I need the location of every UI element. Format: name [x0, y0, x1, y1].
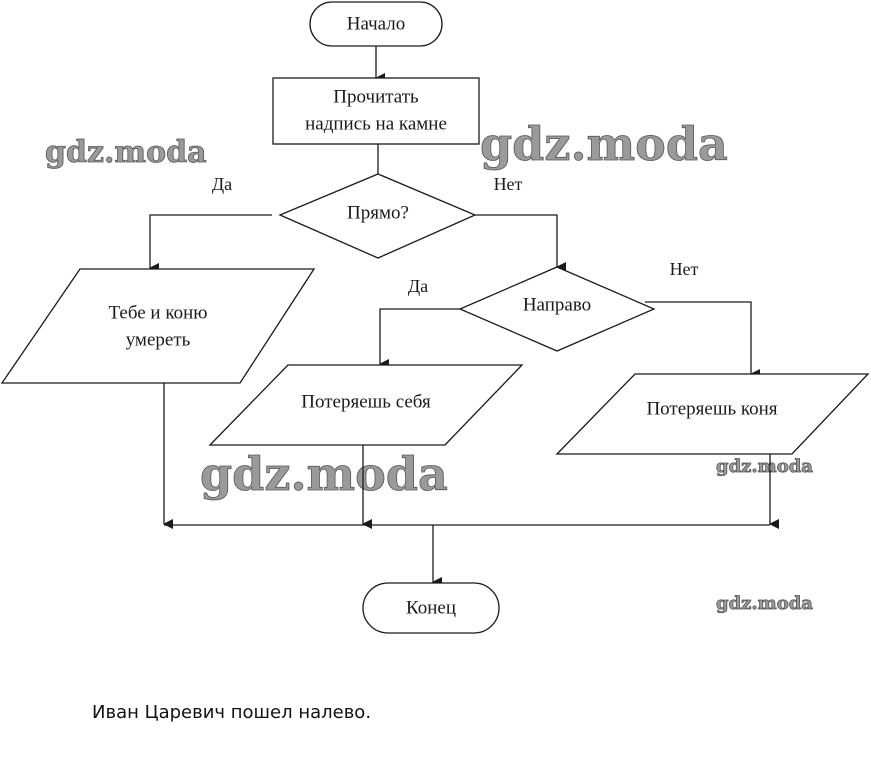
end-label: Конец	[406, 597, 456, 618]
arrow-straight-no	[475, 214, 566, 272]
arrow-right-no	[645, 301, 760, 379]
decision-right-label: Направо	[523, 294, 591, 315]
decision-straight-label: Прямо?	[347, 202, 409, 223]
arrow-straight-yes	[149, 214, 272, 273]
output-left-parallelogram: Потеряешь коня	[555, 373, 870, 455]
watermark: gdz.moda	[480, 117, 728, 171]
start-label: Начало	[347, 13, 406, 34]
watermark: gdz.moda	[716, 456, 813, 477]
start-terminator: Начало	[309, 1, 443, 47]
branch-yes-label: Да	[212, 174, 232, 194]
arrow-right-yes	[379, 308, 460, 369]
read-process-box: Прочитать надпись на камне	[272, 77, 480, 145]
branch-no-label: Нет	[494, 174, 523, 194]
decision-straight: Прямо?	[278, 173, 477, 259]
output-straight-line2: умереть	[126, 329, 191, 350]
output-right-parallelogram: Потеряешь себя	[208, 364, 524, 446]
output-straight-line1: Тебе и коню	[109, 302, 208, 323]
watermark: gdz.moda	[45, 135, 207, 170]
read-label-line2: надпись на камне	[305, 113, 447, 134]
decision-right: Направо	[458, 266, 656, 352]
output-left-label: Потеряешь коня	[646, 398, 777, 419]
answer-text: Иван Царевич пошел налево.	[92, 702, 372, 723]
watermark: gdz.moda	[200, 447, 448, 501]
output-straight-parallelogram: Тебе и коню умереть	[0, 268, 316, 384]
output-right-label: Потеряешь себя	[301, 391, 431, 412]
end-terminator: Конец	[362, 582, 500, 634]
branch-no-label: Нет	[670, 259, 699, 279]
read-label-line1: Прочитать	[333, 86, 419, 107]
watermark: gdz.moda	[716, 593, 813, 614]
branch-yes-label: Да	[408, 276, 428, 296]
